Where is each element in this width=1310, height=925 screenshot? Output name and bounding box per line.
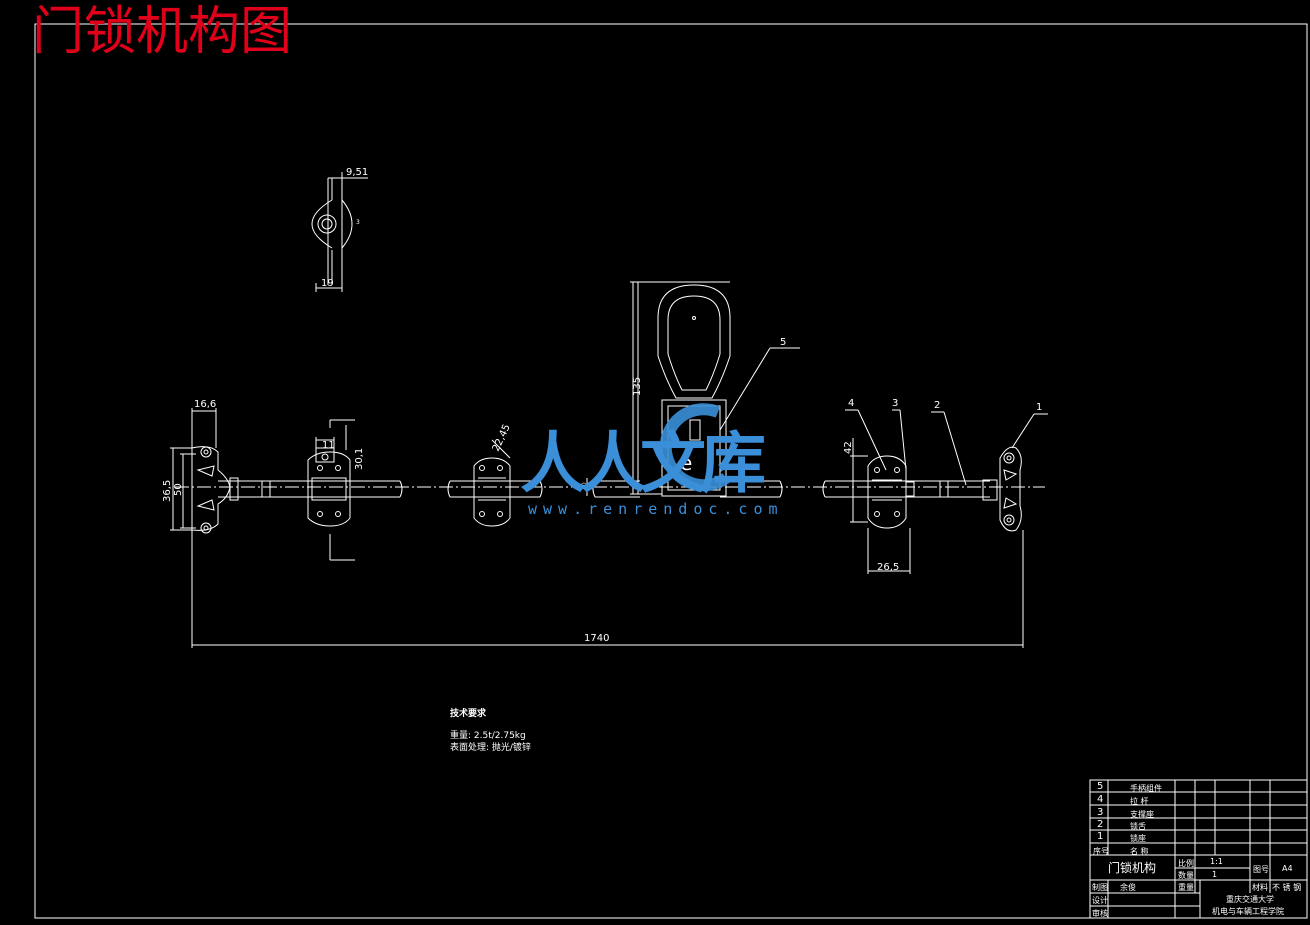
left-latch xyxy=(170,408,239,534)
dim-16-6: 16,6 xyxy=(194,399,216,410)
support-block-a xyxy=(307,419,355,561)
tb-school-line1: 重庆交通大学 xyxy=(1226,895,1274,904)
tb-part-name: 手柄组件 xyxy=(1130,784,1162,793)
dim-36-5: 36,5 xyxy=(162,480,173,502)
notes-line: 表面处理: 抛光/镀锌 xyxy=(450,743,531,753)
tb-part-name: 锁座 xyxy=(1130,834,1146,843)
tb-part-no: 2 xyxy=(1097,819,1104,830)
tb-sheet-label: 图号 xyxy=(1253,865,1269,874)
detail-view-top xyxy=(311,172,368,292)
tb-part-no: 1 xyxy=(1097,831,1104,842)
tb-part-name: 锁舌 xyxy=(1130,822,1146,831)
tb-part-name: 拉 杆 xyxy=(1130,797,1149,806)
dim-11: 11 xyxy=(322,440,335,451)
tb-drawing-name: 门锁机构 xyxy=(1108,861,1157,875)
tb-scale-value: 1:1 xyxy=(1210,857,1223,866)
tb-material-value: 不 锈 钢 xyxy=(1272,883,1302,892)
balloon-1: 1 xyxy=(1036,402,1042,413)
dim-19: 19 xyxy=(321,278,334,289)
support-block-c xyxy=(845,409,967,574)
watermark-letter-e: e xyxy=(680,451,692,475)
dim-9-51: 9,51 xyxy=(346,167,368,178)
tb-part-no: 5 xyxy=(1097,781,1104,792)
tb-scale-label: 比例 xyxy=(1178,859,1194,868)
balloon-4: 4 xyxy=(848,398,854,409)
tb-qty-value: 1 xyxy=(1212,870,1218,879)
dim-30-1: 30,1 xyxy=(354,448,365,470)
tb-sheet-value: A4 xyxy=(1282,864,1293,873)
tb-material-label: 材料 xyxy=(1252,883,1268,892)
tb-weight-label: 重量 xyxy=(1178,883,1194,892)
dim-30-small: 30 xyxy=(581,482,588,490)
dim-135: 135 xyxy=(632,377,643,396)
dim-small-3: 3 xyxy=(356,219,360,226)
dim-26-5: 26,5 xyxy=(877,562,899,573)
tb-part-name: 支撑座 xyxy=(1130,810,1154,819)
support-block-b xyxy=(473,439,511,527)
technical-notes: 技术要求 重量: 2.5t/2.75kg 表面处理: 抛光/镀锌 xyxy=(450,708,531,754)
tb-drawn-label: 制图 xyxy=(1092,883,1108,892)
tb-qty-label: 数量 xyxy=(1178,871,1194,880)
dim-1740: 1740 xyxy=(584,633,609,644)
overall-dimension xyxy=(191,530,1024,648)
tb-school-line2: 机电与车辆工程学院 xyxy=(1212,907,1284,916)
drawing-frame xyxy=(34,23,1308,919)
tb-design-label: 设计 xyxy=(1092,896,1108,905)
watermark-url: www.renrendoc.com xyxy=(528,500,784,518)
balloon-2: 2 xyxy=(934,400,940,411)
tb-part-no: 4 xyxy=(1097,794,1104,805)
tb-drawn-value: 余俊 xyxy=(1120,883,1136,892)
tb-header-no: 序号 xyxy=(1093,847,1109,856)
drawing-title: 门锁机构图 xyxy=(32,2,293,62)
tb-check-label: 审核 xyxy=(1092,909,1108,918)
balloon-3: 3 xyxy=(892,398,898,409)
right-latch xyxy=(982,413,1048,532)
dim-50: 50 xyxy=(173,483,184,496)
notes-line: 重量: 2.5t/2.75kg xyxy=(450,731,526,741)
dim-42: 42 xyxy=(843,441,854,454)
tb-header-name: 名 称 xyxy=(1130,847,1149,856)
title-block xyxy=(1089,779,1308,919)
notes-heading: 技术要求 xyxy=(450,709,487,719)
tb-part-no: 3 xyxy=(1097,807,1104,818)
dim-22-45: 22,45 xyxy=(491,423,513,454)
watermark-logo xyxy=(659,403,730,492)
balloon-5: 5 xyxy=(780,337,786,348)
watermark-characters: 人人文库 xyxy=(520,425,766,502)
